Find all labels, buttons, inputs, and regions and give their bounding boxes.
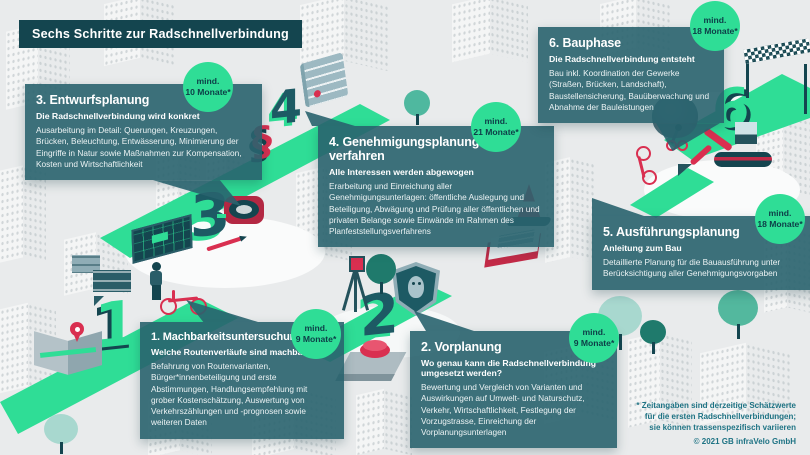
step-subheading: Anleitung zum Bau (603, 243, 682, 253)
step-description: Detaillierte Planung für die Bauausführu… (603, 257, 781, 279)
duration-badge-1: mind. 9 Monate* (291, 309, 341, 359)
start-buzzer-icon (335, 338, 407, 382)
finish-line-banner-icon (743, 38, 810, 116)
step-panel-4: 4. Genehmigungsplanung und -verfahren Al… (305, 111, 554, 248)
page-title: Sechs Schritte zur Radschnellverbindung (19, 20, 302, 48)
surveying-tripod-icon (340, 256, 370, 314)
duration-badge-4: mind. 21 Monate* (471, 102, 521, 152)
step-description: Bewertung und Vergleich von Varianten un… (421, 382, 585, 438)
route-segment (664, 74, 810, 160)
tree-icon (404, 90, 430, 126)
step-subheading: Alle Interessen werden abgewogen (329, 167, 474, 177)
excavator-icon (678, 112, 780, 176)
footnote: * Zeitangaben sind derzeitige Schätzwert… (636, 401, 796, 432)
step-heading: 2. Vorplanung (421, 340, 502, 354)
speech-bubbles-icon (66, 250, 140, 308)
tree-icon (718, 290, 758, 342)
step-panel-3: 3. Entwurfsplanung Die Radschnellverbind… (25, 84, 262, 207)
step-subheading: Die Radschnellverbindung wird konkret (36, 111, 200, 121)
step-subheading: Wo genau kann die Radschnellverbindung u… (421, 358, 597, 378)
step-heading: 6. Bauphase (549, 36, 621, 50)
tree-icon (44, 414, 78, 454)
location-pin-icon (70, 322, 84, 344)
step-description: Ausarbeitung im Detail: Querungen, Kreuz… (36, 125, 242, 169)
map-with-pin-icon (34, 330, 104, 376)
person-figure (150, 262, 164, 302)
step-subheading: Welche Routenverläufe sind machbar? (151, 347, 312, 357)
step-description: Bau inkl. Koordination der Gewerke (Stra… (549, 68, 710, 112)
duration-badge-3: mind. 10 Monate* (183, 62, 233, 112)
tree-icon (366, 254, 396, 296)
step-panel-1: 1. Machbarkeitsuntersuchung Welche Route… (140, 300, 344, 439)
step-heading: 5. Ausführungsplanung (603, 225, 740, 239)
step-description: Befahrung von Routenvarianten, Bürger*in… (151, 361, 308, 428)
bicycle-icon (632, 140, 662, 196)
duration-badge-5: mind. 18 Monate* (755, 194, 805, 244)
step-number-4: 4 (270, 78, 303, 136)
step-heading: 1. Machbarkeitsuntersuchung (151, 331, 303, 343)
duration-badge-6: mind. 18 Monate* (690, 1, 740, 51)
copyright: © 2021 GB infraVelo GmbH (693, 437, 796, 446)
step-heading: 4. Genehmigungsplanung und -verfahren (329, 135, 513, 163)
step-subheading: Die Radschnellverbindung entsteht (549, 54, 695, 64)
route-segment (630, 168, 714, 218)
duration-badge-2: mind. 9 Monate* (569, 313, 619, 363)
tree-icon (640, 320, 666, 356)
step-panel-6: 6. Bauphase Die Radschnellverbindung ent… (538, 27, 724, 152)
step-heading: 3. Entwurfsplanung (36, 93, 150, 107)
step-description: Erarbeitung und Einreichung aller Genehm… (329, 181, 540, 237)
